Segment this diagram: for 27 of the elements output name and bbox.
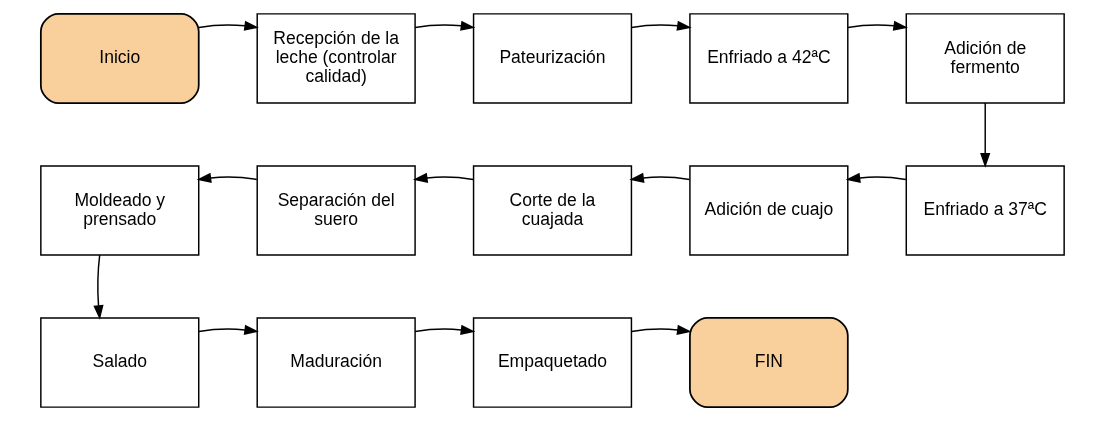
arrow — [198, 324, 259, 335]
node-box: Maduración — [256, 317, 416, 408]
node-box: Inicio — [39, 13, 200, 104]
arrow — [414, 20, 476, 31]
arrow — [845, 172, 907, 183]
node-box: Salado — [40, 317, 200, 408]
arrow — [980, 102, 991, 168]
arrow — [630, 20, 692, 31]
node-box: Adición de fermento — [905, 13, 1065, 104]
arrow — [198, 20, 259, 31]
arrow — [630, 324, 692, 335]
node-box: Corte de la cuajada — [472, 165, 633, 256]
node-box: Recepción de la leche (controlar calidad) — [256, 13, 416, 104]
node-box: Pateurización — [472, 13, 633, 104]
arrow — [93, 254, 104, 320]
node-box: Enfriado a 37ªC — [905, 165, 1065, 256]
node-box: Separación del suero — [256, 165, 416, 256]
node-box: Moldeado y prensado — [40, 165, 200, 256]
arrow — [847, 20, 908, 31]
arrow — [414, 324, 476, 335]
node-box: Adición de cuajo — [689, 165, 849, 256]
arrow — [196, 172, 258, 183]
arrow — [412, 172, 474, 183]
node-box: Enfriado a 42ªC — [689, 13, 849, 104]
node-box: FIN — [689, 317, 849, 408]
node-box: Empaquetado — [472, 317, 633, 408]
arrow — [629, 172, 691, 183]
